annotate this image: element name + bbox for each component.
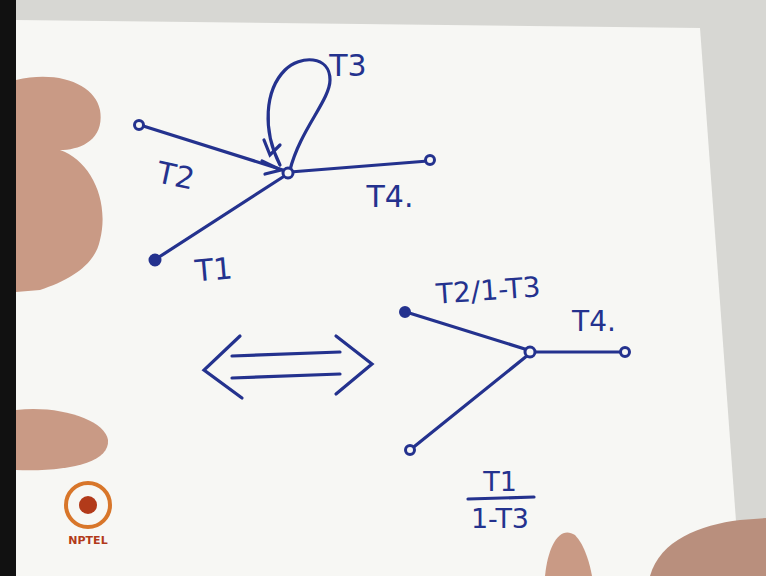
node-dot (283, 168, 293, 178)
self-loop-t3 (268, 60, 330, 170)
node-dot (401, 308, 410, 317)
equivalence-arrow (232, 374, 340, 378)
branch-gain: T1 (483, 468, 517, 495)
logo-ring (66, 483, 110, 527)
branch-gain: T1 (194, 253, 234, 286)
branch-gain: T4. (572, 308, 616, 336)
arrowhead (262, 161, 281, 174)
branch-gain: T2 (155, 157, 198, 194)
branch-gain: T3 (329, 51, 366, 81)
branch-gain: 1-T3 (471, 505, 529, 532)
arrowhead (204, 336, 242, 398)
logo-text: NPTEL (68, 535, 107, 546)
node-dot (150, 255, 160, 265)
equivalence-arrow (232, 352, 340, 356)
hand-bottom-right (650, 518, 766, 576)
arrowhead (336, 336, 372, 394)
node-dot (621, 348, 630, 357)
fraction-bar (468, 497, 534, 499)
branch-t4-reduced (532, 350, 623, 353)
finger-left-lower (16, 409, 108, 470)
arrowhead (264, 140, 280, 155)
frame-edge (0, 0, 16, 576)
paper-sheet (16, 20, 740, 576)
node-dot (426, 156, 435, 165)
node-dot (135, 121, 144, 130)
node-dot (406, 446, 415, 455)
thumb-bottom (545, 532, 592, 576)
branch-t1-reduced (410, 355, 528, 450)
finger-left (16, 77, 103, 292)
branch-t4 (290, 161, 428, 172)
branch-gain: T4. (367, 182, 414, 212)
logo-center (79, 496, 97, 514)
node-dot (525, 347, 535, 357)
branch-gain: T2/1-T3 (435, 273, 541, 308)
branch-t2-reduced (406, 312, 528, 350)
